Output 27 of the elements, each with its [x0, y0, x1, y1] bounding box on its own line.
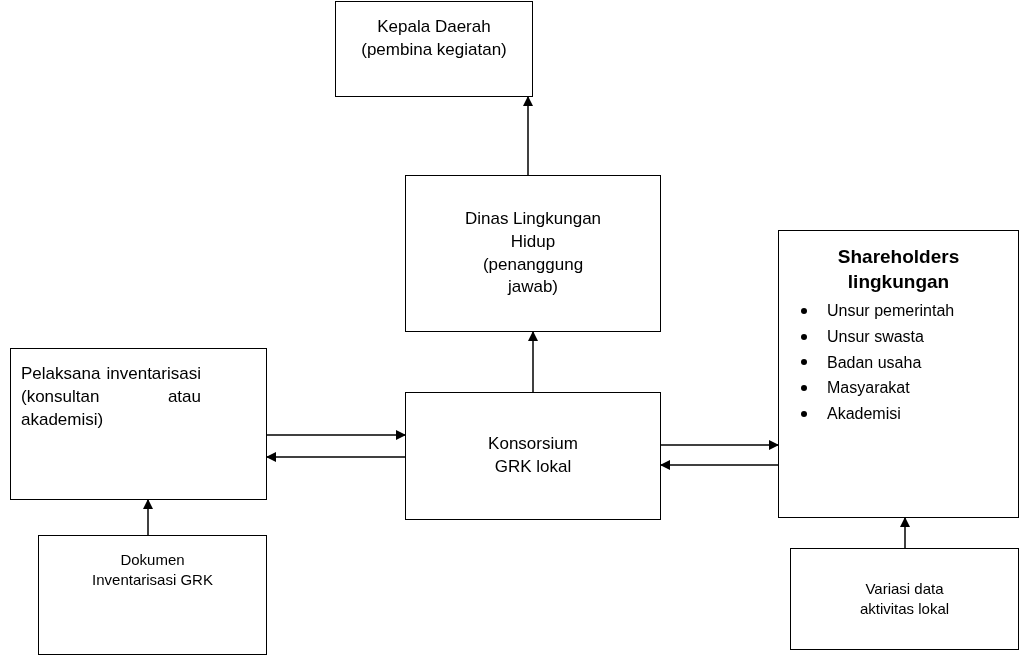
arrow [523, 96, 533, 176]
box-label: Pelaksana inventarisasi (konsultan atau akademisi) [21, 363, 201, 431]
arrow [660, 440, 779, 450]
box-label: Kepala Daerah (pembina kegiatan) [360, 16, 508, 61]
process-box [405, 175, 661, 332]
list-item: Unsur swasta [827, 326, 924, 347]
list-item: Badan usaha [827, 352, 922, 373]
process-box [335, 1, 533, 97]
arrow [266, 430, 406, 440]
box-label: Konsorsium GRK lokal [487, 433, 579, 478]
arrow [528, 331, 538, 393]
box-label: Dinas Lingkungan Hidup (penanggung jawab) [463, 207, 603, 299]
arrow [660, 460, 779, 470]
list-item: Masyarakat [827, 378, 910, 399]
list-item: Unsur pemerintah [827, 301, 955, 322]
arrow [266, 452, 406, 462]
list-item: Akademisi [827, 403, 901, 424]
box-label: Variasi data aktivitas lokal [858, 578, 951, 619]
process-box [10, 348, 267, 500]
box-label: Dokumen Inventarisasi GRK [91, 550, 214, 591]
process-box [405, 392, 661, 520]
process-box [778, 230, 1019, 518]
arrow [900, 517, 910, 549]
box-heading: Shareholders lingkungan [836, 245, 961, 294]
arrow [143, 499, 153, 536]
process-box [38, 535, 267, 655]
process-box [790, 548, 1019, 650]
